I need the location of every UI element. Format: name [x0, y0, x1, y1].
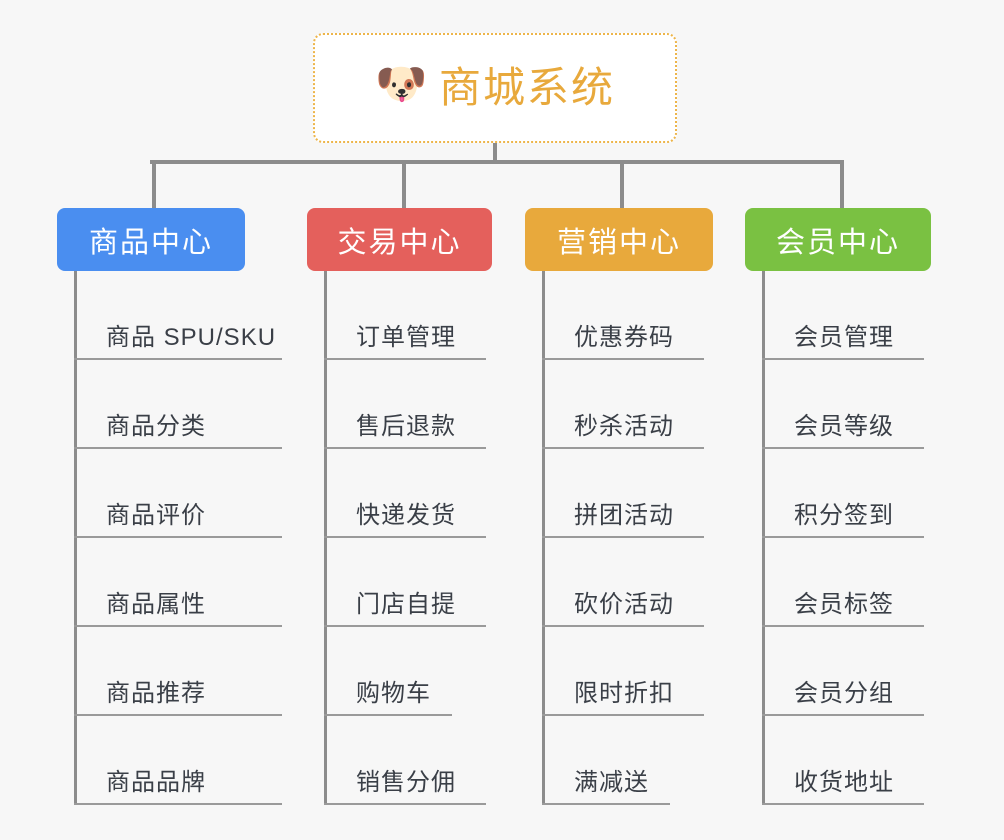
leaf-item[interactable]: 商品评价 — [74, 449, 294, 538]
leaf-item-rule — [762, 447, 924, 449]
leaf-item-label: 会员管理 — [794, 324, 894, 351]
category-header-marketing-center[interactable]: 营销中心 — [525, 208, 713, 271]
leaf-item-label: 门店自提 — [356, 591, 456, 618]
leaf-item-label: 积分签到 — [794, 502, 894, 529]
leaf-item-rule — [74, 803, 282, 805]
leaf-item[interactable]: 秒杀活动 — [542, 360, 762, 449]
leaf-item[interactable]: 商品品牌 — [74, 716, 294, 805]
leaf-item-label: 快递发货 — [356, 502, 456, 529]
leaf-item[interactable]: 会员分组 — [762, 627, 982, 716]
leaf-item[interactable]: 积分签到 — [762, 449, 982, 538]
category-header-label: 营销中心 — [556, 226, 681, 259]
shiba-dog-face-icon: 🐶 — [374, 60, 428, 107]
leaf-item[interactable]: 会员管理 — [762, 271, 982, 360]
leaf-item-rule — [324, 536, 486, 538]
leaf-item-label: 商品推荐 — [106, 680, 206, 707]
leaf-item-label: 销售分佣 — [356, 769, 456, 796]
leaf-item-rule — [762, 625, 924, 627]
leaf-item-label: 满减送 — [574, 769, 649, 796]
leaf-item[interactable]: 销售分佣 — [324, 716, 544, 805]
leaf-item-label: 会员标签 — [794, 591, 894, 618]
leaf-item-rule — [762, 536, 924, 538]
leaf-column-product-center: 商品 SPU/SKU 商品分类商品评价商品属性商品推荐商品品牌 — [74, 271, 294, 805]
root-node[interactable]: 🐶 商城系统 — [313, 33, 677, 143]
leaf-item-rule — [762, 358, 924, 360]
leaf-item-rule — [324, 803, 486, 805]
leaf-item-label: 售后退款 — [356, 413, 456, 440]
drop-connector-trade-center — [402, 160, 406, 210]
leaf-item[interactable]: 商品 SPU/SKU — [74, 271, 294, 360]
leaf-item-label: 拼团活动 — [574, 502, 674, 529]
leaf-spine-marketing-center — [542, 271, 545, 805]
leaf-item-label: 会员分组 — [794, 680, 894, 707]
leaf-item-rule — [542, 447, 704, 449]
leaf-item-rule — [542, 536, 704, 538]
leaf-item-rule — [74, 358, 282, 360]
leaf-column-member-center: 会员管理会员等级积分签到会员标签会员分组收货地址 — [762, 271, 982, 805]
leaf-item-rule — [324, 358, 486, 360]
category-header-label: 会员中心 — [775, 226, 900, 259]
leaf-item-rule — [542, 714, 704, 716]
root-stem-connector — [493, 143, 497, 163]
leaf-item[interactable]: 购物车 — [324, 627, 544, 716]
leaf-item-label: 商品属性 — [106, 591, 206, 618]
leaf-item-label: 限时折扣 — [574, 680, 674, 707]
leaf-item[interactable]: 优惠券码 — [542, 271, 762, 360]
leaf-item-rule — [74, 536, 282, 538]
root-title: 商城系统 — [438, 64, 615, 111]
horizontal-bus-connector — [150, 160, 840, 164]
leaf-spine-trade-center — [324, 271, 327, 805]
leaf-spine-product-center — [74, 271, 77, 805]
leaf-item[interactable]: 砍价活动 — [542, 538, 762, 627]
leaf-item[interactable]: 快递发货 — [324, 449, 544, 538]
leaf-item-label: 砍价活动 — [574, 591, 674, 618]
drop-connector-marketing-center — [620, 160, 624, 210]
drop-connector-product-center — [152, 160, 156, 210]
leaf-item[interactable]: 门店自提 — [324, 538, 544, 627]
category-header-trade-center[interactable]: 交易中心 — [307, 208, 492, 271]
leaf-item-label: 收货地址 — [794, 769, 894, 796]
leaf-item[interactable]: 会员标签 — [762, 538, 982, 627]
drop-connector-member-center — [840, 160, 844, 210]
leaf-item[interactable]: 会员等级 — [762, 360, 982, 449]
category-header-member-center[interactable]: 会员中心 — [745, 208, 931, 271]
leaf-item-label: 商品评价 — [106, 502, 206, 529]
category-header-label: 商品中心 — [88, 226, 213, 259]
leaf-item[interactable]: 售后退款 — [324, 360, 544, 449]
leaf-item[interactable]: 商品推荐 — [74, 627, 294, 716]
leaf-item-rule — [324, 714, 452, 716]
leaf-item[interactable]: 收货地址 — [762, 716, 982, 805]
category-header-label: 交易中心 — [337, 226, 462, 259]
leaf-item-label: 会员等级 — [794, 413, 894, 440]
category-header-product-center[interactable]: 商品中心 — [57, 208, 245, 271]
leaf-item-label: 秒杀活动 — [574, 413, 674, 440]
leaf-item-label: 购物车 — [356, 680, 431, 707]
leaf-item-label: 商品 SPU/SKU — [106, 324, 277, 351]
leaf-spine-member-center — [762, 271, 765, 805]
leaf-item-rule — [542, 625, 704, 627]
leaf-item-rule — [74, 714, 282, 716]
leaf-column-marketing-center: 优惠券码秒杀活动拼团活动砍价活动限时折扣满减送 — [542, 271, 762, 805]
leaf-item-rule — [762, 803, 924, 805]
leaf-item[interactable]: 拼团活动 — [542, 449, 762, 538]
leaf-item-rule — [762, 714, 924, 716]
leaf-item[interactable]: 商品分类 — [74, 360, 294, 449]
leaf-item[interactable]: 满减送 — [542, 716, 762, 805]
leaf-item-rule — [74, 625, 282, 627]
leaf-item-rule — [74, 447, 282, 449]
leaf-item[interactable]: 商品属性 — [74, 538, 294, 627]
leaf-item[interactable]: 订单管理 — [324, 271, 544, 360]
leaf-column-trade-center: 订单管理售后退款快递发货门店自提购物车销售分佣 — [324, 271, 544, 805]
leaf-item-rule — [324, 447, 486, 449]
leaf-item-rule — [324, 625, 486, 627]
leaf-item-rule — [542, 803, 670, 805]
leaf-item[interactable]: 限时折扣 — [542, 627, 762, 716]
leaf-item-label: 订单管理 — [356, 324, 456, 351]
leaf-item-label: 商品品牌 — [106, 769, 206, 796]
leaf-item-label: 商品分类 — [106, 413, 206, 440]
leaf-item-rule — [542, 358, 704, 360]
leaf-item-label: 优惠券码 — [574, 324, 674, 351]
